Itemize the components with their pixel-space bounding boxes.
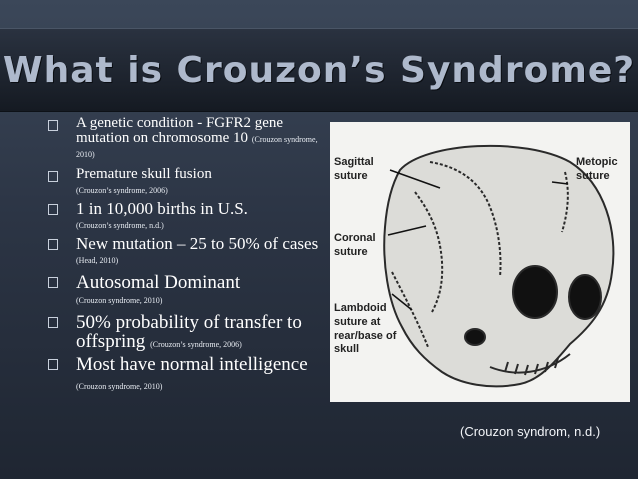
slide-title: What is Crouzon’s Syndrome? xyxy=(2,49,636,91)
bullet-citation: (Head, 2010) xyxy=(76,256,119,265)
bullet-item: 1 in 10,000 births in U.S. (Crouzon’s sy… xyxy=(48,200,338,230)
bullet-text: 50% probability of transfer to offspring xyxy=(76,312,302,352)
bullet-text: New mutation – 25 to 50% of cases xyxy=(76,234,319,253)
bullet-item: Premature skull fusion (Crouzon’s syndro… xyxy=(48,167,338,195)
bullet-text: A genetic condition - FGFR2 gene mutatio… xyxy=(76,115,284,146)
bullet-citation: (Crouzon’s syndrome, 2006) xyxy=(76,186,168,195)
bullet-item: Autosomal Dominant (Crouzon syndrome, 20… xyxy=(48,273,338,305)
figure-caption: (Crouzon syndrom, n.d.) xyxy=(460,424,601,439)
label-coronal-suture: Coronal suture xyxy=(334,232,376,258)
bullet-citation: (Crouzon’s syndrome, n.d.) xyxy=(76,221,164,230)
bullet-text: Most have normal intelligence xyxy=(76,354,308,375)
skull-outline xyxy=(383,144,615,388)
bullet-text: 1 in 10,000 births in U.S. xyxy=(76,199,248,218)
title-bar: What is Crouzon’s Syndrome? xyxy=(0,28,638,112)
label-lambdoid-suture: Lambdoid suture at rear/base of skull xyxy=(334,302,397,356)
bullet-citation: (Crouzon syndrome, 2010) xyxy=(76,135,318,159)
bullet-marker-icon xyxy=(48,204,58,215)
teeth-row xyxy=(504,357,559,376)
bullet-marker-icon xyxy=(48,120,58,131)
bullet-item: A genetic condition - FGFR2 gene mutatio… xyxy=(48,116,338,161)
metopic-suture xyxy=(561,171,569,233)
arrow-metopic xyxy=(551,181,569,185)
bullet-citation: (Crouzon syndrome, 2010) xyxy=(76,382,163,391)
bullet-citation: (Crouzon syndrome, 2010) xyxy=(76,296,163,305)
eye-orbit-right xyxy=(512,265,558,319)
bullet-item: 50% probability of transfer to offspring… xyxy=(48,313,338,351)
jaw-line xyxy=(489,353,571,374)
skull-illustration xyxy=(383,144,615,388)
bullet-item: Most have normal intelligence (Crouzon s… xyxy=(48,355,338,393)
bullet-marker-icon xyxy=(48,317,58,328)
coronal-suture xyxy=(414,191,444,313)
bullet-marker-icon xyxy=(48,277,58,288)
bullet-text: Autosomal Dominant xyxy=(76,272,241,293)
label-metopic-suture: Metopic suture xyxy=(576,156,618,182)
bullet-text: Premature skull fusion xyxy=(76,166,212,182)
ear-opening xyxy=(464,328,486,346)
bullet-marker-icon xyxy=(48,239,58,250)
bullet-marker-icon xyxy=(48,171,58,182)
bullet-list: A genetic condition - FGFR2 gene mutatio… xyxy=(48,116,338,393)
arrow-coronal xyxy=(387,225,427,236)
bullet-citation: (Crouzon’s syndrome, 2006) xyxy=(150,340,242,349)
arrow-lambdoid xyxy=(391,293,413,311)
bullet-item: New mutation – 25 to 50% of cases (Head,… xyxy=(48,235,338,265)
label-sagittal-suture: Sagittal suture xyxy=(334,156,374,182)
bullet-marker-icon xyxy=(48,359,58,370)
skull-figure: Sagittal suture Metopic suture Coronal s… xyxy=(330,122,630,402)
arrow-sagittal xyxy=(389,169,441,189)
sagittal-suture xyxy=(429,161,502,278)
eye-orbit-left xyxy=(568,274,602,320)
